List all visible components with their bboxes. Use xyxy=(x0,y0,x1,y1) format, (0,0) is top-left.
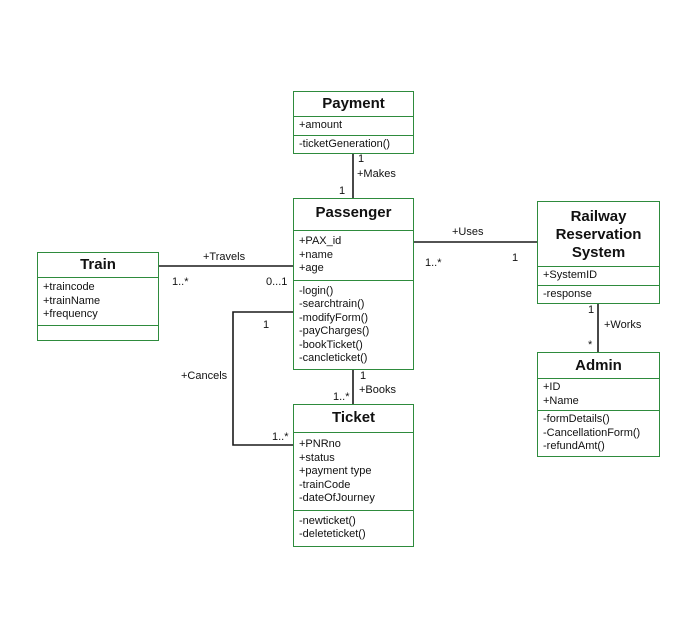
passenger-class: Passenger +PAX_id +name +age -login() -s… xyxy=(293,198,414,370)
works-mult-system: 1 xyxy=(588,304,595,316)
attribute: +PNRno xyxy=(299,438,341,450)
attribute: +payment type xyxy=(299,465,372,477)
method: -searchtrain() xyxy=(299,298,365,310)
methods-section: -login() -searchtrain() -modifyForm() -p… xyxy=(294,281,413,369)
method: -refundAmt() xyxy=(543,440,605,452)
attribute: +frequency xyxy=(43,308,98,320)
method: -newticket() xyxy=(299,514,356,527)
methods-section xyxy=(38,326,158,340)
train-class: Train +traincode +trainName +frequency xyxy=(37,252,159,341)
method: -payCharges() xyxy=(299,325,370,337)
attributes-section: +amount xyxy=(294,117,413,136)
attribute: +amount xyxy=(299,119,343,131)
cancels-mult-passenger: 1 xyxy=(263,319,270,331)
travels-label: +Travels xyxy=(203,251,246,263)
attribute: -dateOfJourney xyxy=(299,492,375,504)
methods-section: -formDetails() -CancellationForm() -refu… xyxy=(538,411,659,456)
uses-label: +Uses xyxy=(452,226,484,238)
attribute: +ID xyxy=(543,381,561,393)
methods-section: -newticket() -deleteticket() xyxy=(294,511,413,546)
class-name-line: Railway xyxy=(570,208,627,225)
methods-section: -ticketGeneration() xyxy=(294,136,413,154)
attribute: +status xyxy=(299,451,335,464)
attribute: +name xyxy=(299,248,333,261)
class-name: Payment xyxy=(294,92,413,117)
makes-label: +Makes xyxy=(357,168,396,180)
attributes-section: +PNRno +status +payment type -trainCode … xyxy=(294,433,413,511)
attributes-section: +traincode +trainName +frequency xyxy=(38,278,158,326)
method: -CancellationForm() xyxy=(543,426,641,439)
makes-mult-passenger: 1 xyxy=(339,185,346,197)
attributes-section: +SystemID xyxy=(538,267,659,286)
attribute: +SystemID xyxy=(543,269,598,281)
books-label: +Books xyxy=(359,384,396,396)
class-name: Admin xyxy=(538,353,659,379)
method: -cancleticket() xyxy=(299,352,368,364)
books-mult-ticket: 1..* xyxy=(333,391,350,403)
method: -response xyxy=(543,287,592,300)
class-name: Ticket xyxy=(294,405,413,433)
works-mult-admin: * xyxy=(588,339,593,351)
attribute: +PAX_id xyxy=(299,235,342,247)
attributes-section: +ID +Name xyxy=(538,379,659,411)
method: -login() xyxy=(299,284,334,297)
method: -ticketGeneration() xyxy=(299,137,391,150)
attribute: -trainCode xyxy=(299,478,351,491)
uses-mult-passenger: 1..* xyxy=(425,257,442,269)
makes-mult-payment: 1 xyxy=(358,153,365,165)
payment-class: Payment +amount -ticketGeneration() xyxy=(293,91,414,154)
cancels-label: +Cancels xyxy=(181,370,228,382)
travels-mult-train: 1..* xyxy=(172,276,189,288)
ticket-class: Ticket +PNRno +status +payment type -tra… xyxy=(293,404,414,547)
method: -modifyForm() xyxy=(299,311,369,324)
travels-mult-passenger: 0...1 xyxy=(266,276,288,288)
attribute: +Name xyxy=(543,394,579,407)
method: -bookTicket() xyxy=(299,338,363,351)
works-label: +Works xyxy=(604,319,642,331)
attributes-section: +PAX_id +name +age xyxy=(294,231,413,281)
methods-section: -response xyxy=(538,286,659,304)
class-name: Passenger xyxy=(294,199,413,231)
railway-reservation-system-class: Railway Reservation System +SystemID -re… xyxy=(537,201,660,304)
method: -formDetails() xyxy=(543,413,610,425)
uses-mult-system: 1 xyxy=(512,252,519,264)
admin-class: Admin +ID +Name -formDetails() -Cancella… xyxy=(537,352,660,457)
cancels-line xyxy=(232,311,293,446)
attribute: +traincode xyxy=(43,281,95,293)
books-mult-passenger: 1 xyxy=(360,370,367,382)
cancels-mult-ticket: 1..* xyxy=(272,431,289,443)
class-name: Train xyxy=(38,253,158,278)
method: -deleteticket() xyxy=(299,528,366,540)
attribute: +age xyxy=(299,262,324,274)
class-name: Railway Reservation System xyxy=(538,202,659,267)
class-name-line: System xyxy=(571,244,626,261)
class-name-line: Reservation xyxy=(555,226,642,243)
attribute: +trainName xyxy=(43,294,101,307)
